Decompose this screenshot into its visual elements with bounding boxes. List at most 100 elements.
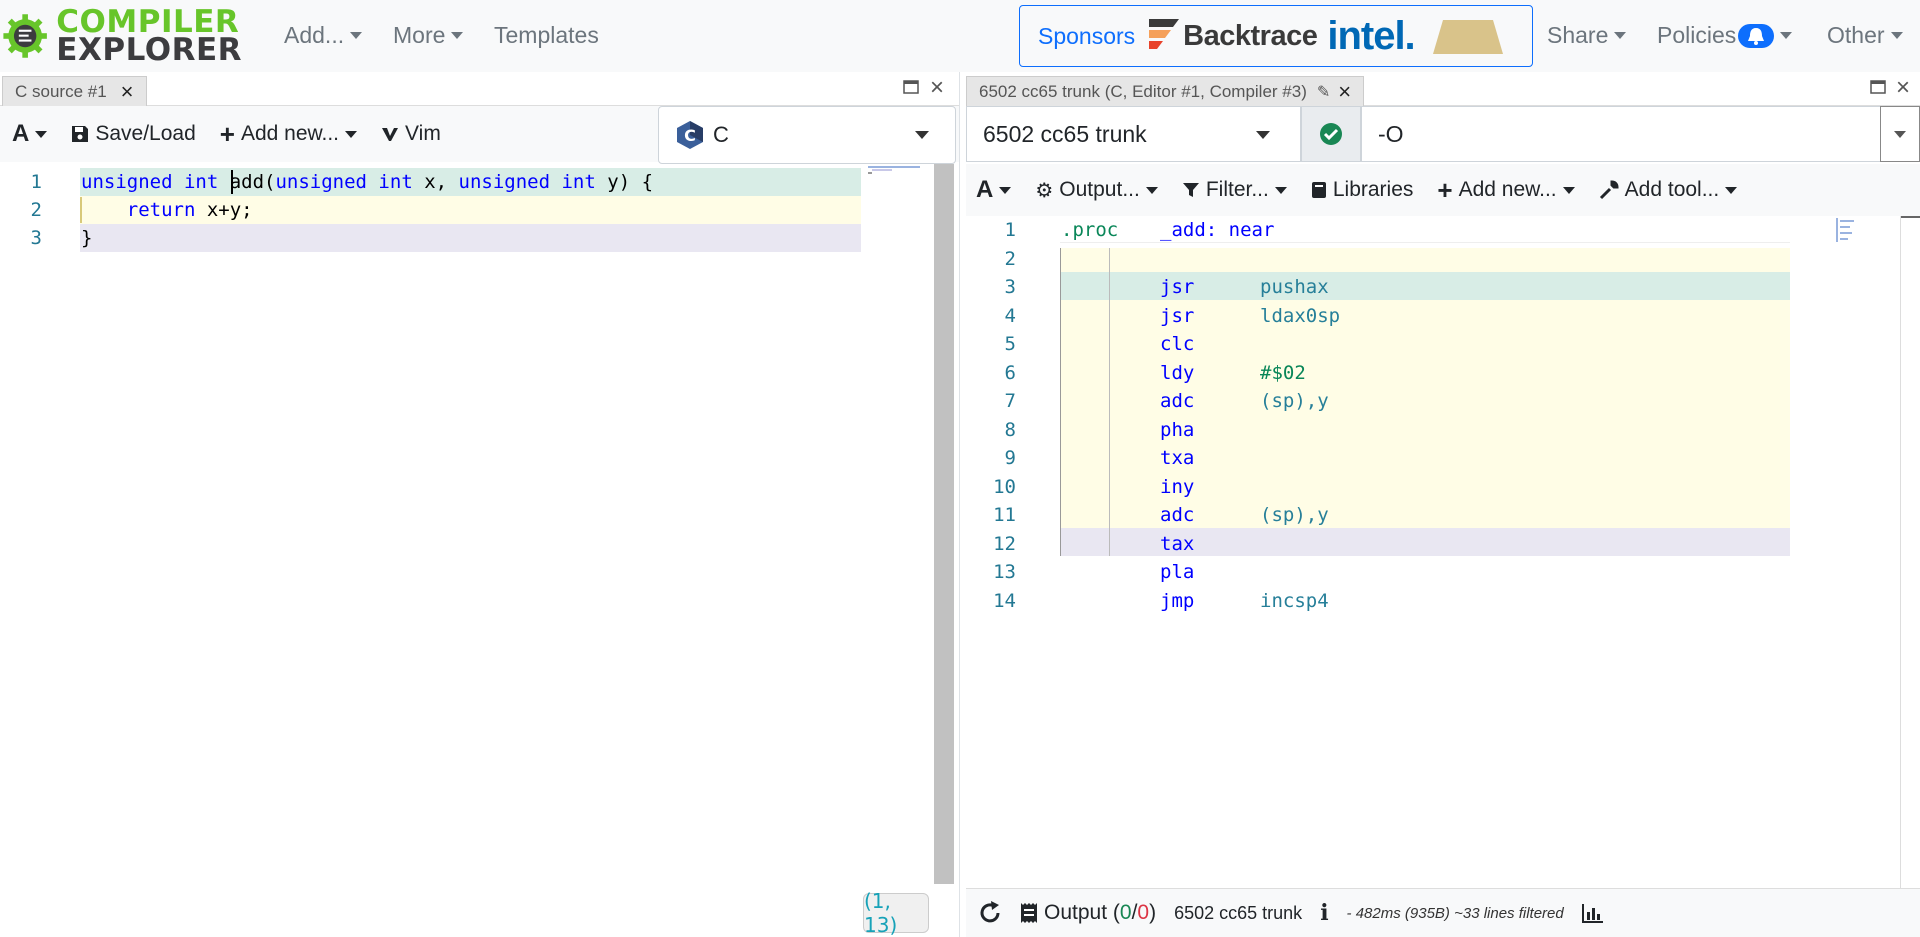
close-pane-icon[interactable]: × [930, 74, 945, 101]
asm-directive: .proc [1061, 219, 1119, 241]
templates-link[interactable]: Templates [494, 22, 599, 49]
code-line[interactable]: 2 return x+y; [0, 196, 960, 224]
keyword-token: unsigned int [275, 171, 413, 193]
compiler-options-input[interactable]: -O [1361, 106, 1885, 162]
recompile-button[interactable] [978, 901, 1002, 925]
code-line[interactable]: 1 unsigned int add(unsigned int x, unsign… [0, 168, 960, 196]
minimap[interactable] [868, 166, 934, 176]
svg-text:C: C [684, 126, 696, 145]
chart-button[interactable] [1581, 903, 1604, 923]
share-menu[interactable]: Share [1547, 22, 1627, 49]
receipt-icon [1021, 903, 1037, 923]
source-tab-title: C source #1 [15, 81, 107, 101]
asm-line[interactable]: 1.proc_add: near [966, 216, 1920, 244]
share-label: Share [1547, 22, 1609, 48]
output-label: Output ( [1044, 901, 1120, 924]
code-line[interactable]: 3} [0, 224, 960, 252]
maximize-icon[interactable] [903, 78, 919, 99]
asm-instruction: ldy [1160, 361, 1195, 384]
indent-guide [1060, 248, 1061, 556]
vim-label: Vim [405, 122, 441, 145]
minimap[interactable] [1836, 218, 1866, 246]
add-new-button[interactable]: + Add new... [1437, 175, 1575, 206]
wrench-icon [1599, 180, 1619, 200]
compiler-tab[interactable]: 6502 cc65 trunk (C, Editor #1, Compiler … [966, 76, 1365, 106]
asm-operand: incsp4 [1260, 589, 1329, 612]
add-menu[interactable]: Add... [284, 22, 363, 49]
close-pane-icon[interactable]: × [1896, 74, 1911, 101]
other-menu[interactable]: Other [1827, 22, 1903, 49]
close-icon[interactable]: × [1338, 78, 1352, 104]
policies-menu[interactable]: Policies [1657, 22, 1793, 49]
line-number: 2 [30, 199, 42, 221]
vim-icon [382, 128, 399, 141]
font-size-button[interactable]: A [976, 176, 1012, 204]
backtrace-sponsor[interactable]: Backtrace [1145, 17, 1318, 55]
solid-sands-sponsor[interactable] [1423, 16, 1513, 56]
source-code-editor[interactable]: 1 unsigned int add(unsigned int x, unsign… [0, 164, 960, 888]
bar-chart-icon [1581, 904, 1603, 923]
filter-icon [1182, 183, 1199, 197]
compiler-footer: Output (0/0) 6502 cc65 trunk i - 482ms (… [966, 888, 1920, 937]
compiler-tabstrip: 6502 cc65 trunk (C, Editor #1, Compiler … [966, 72, 1920, 106]
compiler-explorer-logo[interactable]: COMPILER EXPLORER [2, 2, 242, 70]
vertical-scrollbar[interactable] [934, 164, 954, 884]
add-tool-label: Add tool... [1624, 178, 1720, 201]
save-load-button[interactable]: Save/Load [71, 122, 196, 146]
output-button[interactable]: Output (0/0) [1020, 901, 1156, 925]
output-options-button[interactable]: ⚙ Output... [1035, 178, 1158, 203]
font-size-button[interactable]: A [12, 120, 48, 148]
line-number: 8 [1004, 418, 1016, 441]
filter-button[interactable]: Filter... [1182, 178, 1287, 202]
info-icon[interactable]: i [1320, 900, 1329, 926]
maximize-icon[interactable] [1870, 78, 1886, 99]
add-new-button[interactable]: + Add new... [220, 119, 358, 150]
code-text: unsigned int add(unsigned int x, unsigne… [81, 171, 653, 193]
output-close-paren: ) [1149, 901, 1157, 924]
gear-icon: ⚙ [1035, 179, 1054, 202]
line-number: 1 [1004, 219, 1016, 241]
asm-instruction: txa [1160, 447, 1195, 469]
chevron-down-icon [999, 186, 1012, 194]
compiler-select[interactable]: 6502 cc65 trunk [966, 106, 1301, 162]
scrollbar-marker [1900, 216, 1920, 218]
asm-instruction: iny [1160, 475, 1195, 498]
add-tool-button[interactable]: Add tool... [1599, 178, 1738, 202]
libraries-button[interactable]: Libraries [1311, 178, 1413, 202]
close-icon[interactable]: × [120, 78, 134, 104]
more-menu[interactable]: More [393, 22, 464, 49]
line-number: 1 [30, 171, 42, 193]
more-menu-label: More [393, 22, 446, 48]
filter-label: Filter... [1205, 178, 1269, 201]
intel-sponsor[interactable]: intel. [1327, 13, 1415, 58]
footer-compiler-name: 6502 cc65 trunk [1174, 902, 1303, 923]
options-dropdown-button[interactable] [1880, 106, 1920, 162]
pencil-icon[interactable]: ✎ [1316, 83, 1331, 101]
indent-guide [1109, 248, 1110, 556]
code-token: } [81, 227, 93, 249]
asm-instruction: jsr [1160, 276, 1195, 298]
asm-instruction: tax [1160, 532, 1195, 555]
vim-button[interactable]: Vim [381, 122, 441, 146]
source-tab[interactable]: C source #1 × [2, 76, 147, 106]
refresh-icon [980, 901, 1000, 923]
chevron-down-icon [1890, 32, 1903, 39]
sponsors-box[interactable]: Sponsors Backtrace intel. [1019, 5, 1533, 67]
language-select[interactable]: C C [658, 106, 956, 164]
chevron-down-icon [915, 131, 929, 139]
vertical-scrollbar[interactable] [1900, 216, 1901, 888]
asm-line[interactable]: 2 [966, 245, 1920, 273]
